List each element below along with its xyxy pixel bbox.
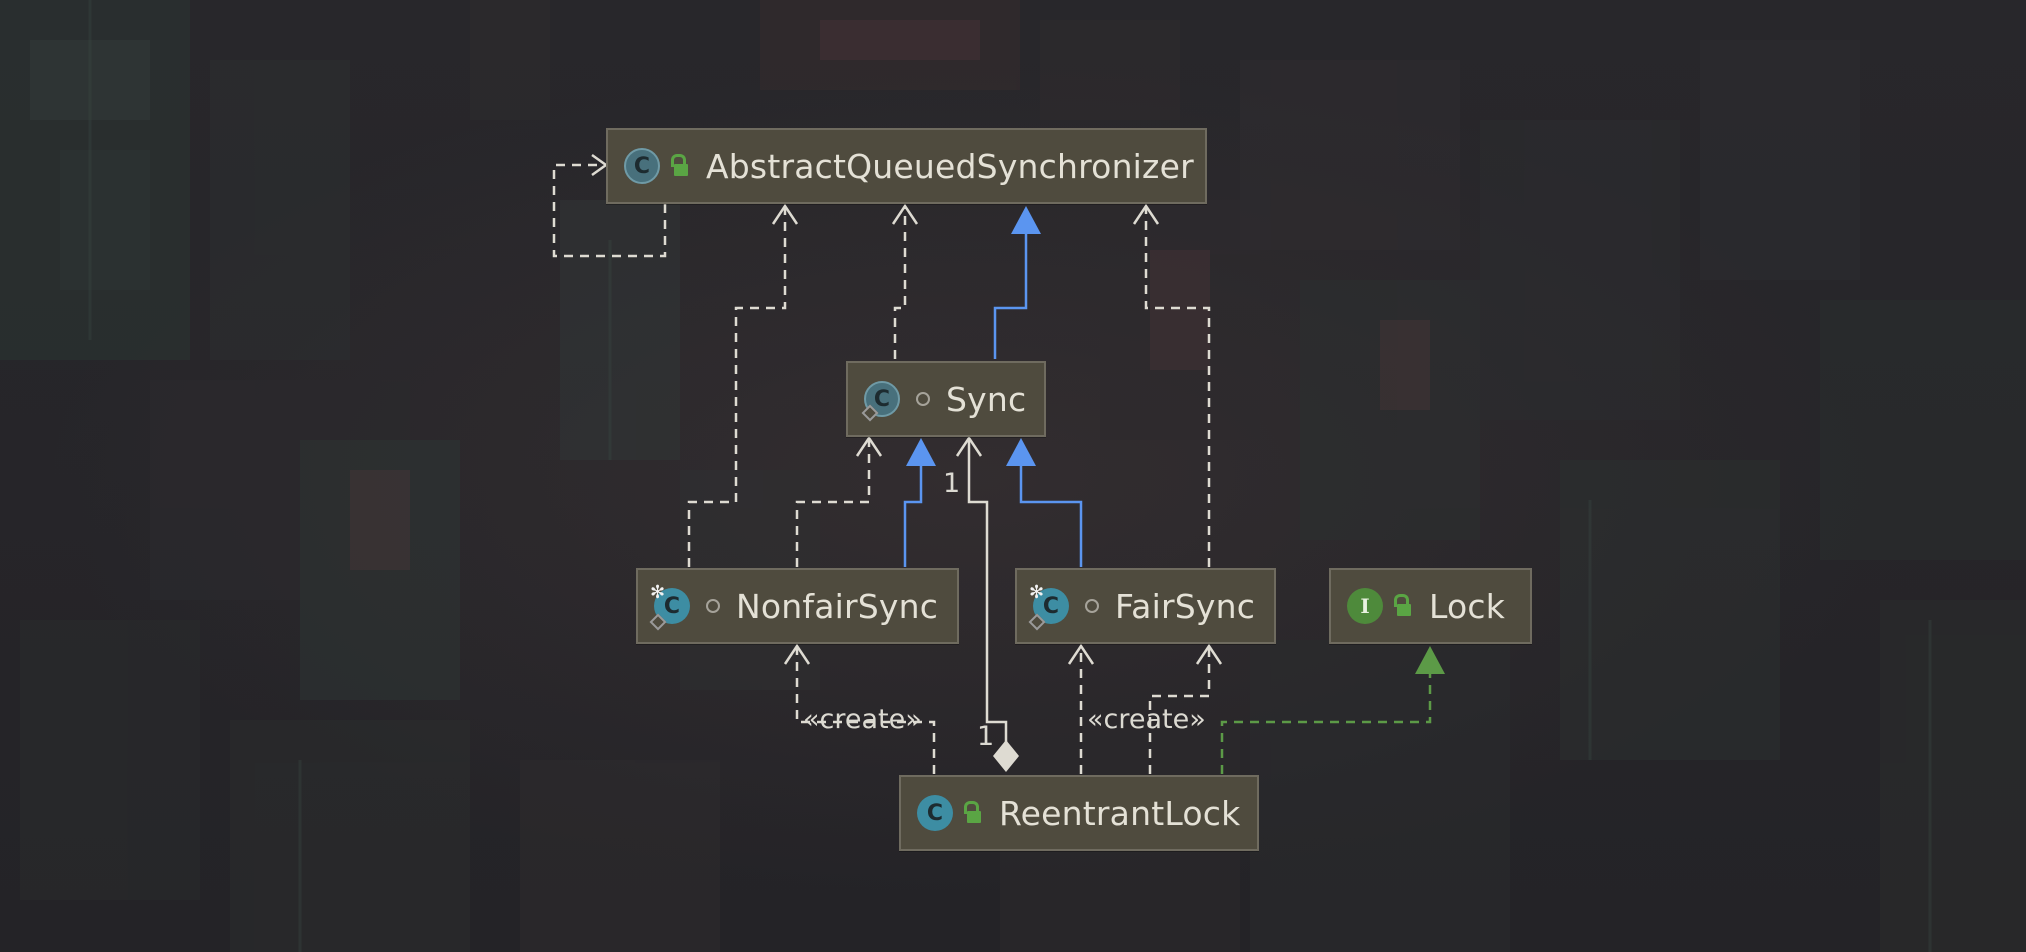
interface-node-lock[interactable]: I Lock	[1329, 568, 1532, 644]
create-label-nonfair: «create»	[803, 704, 922, 735]
edge-sync-aqs-dependency	[891, 203, 919, 359]
class-node-sync[interactable]: C Sync	[846, 361, 1046, 437]
class-node-fair-sync[interactable]: C ✻ FairSync	[1015, 568, 1276, 644]
static-class-icon: C ✻	[1028, 582, 1069, 631]
static-marker-icon: ✻	[1029, 582, 1045, 603]
class-node-abstract-queued-synchronizer[interactable]: C AbstractQueuedSynchronizer	[606, 128, 1207, 204]
interface-icon: I	[1347, 588, 1383, 624]
class-icon: C	[917, 795, 953, 831]
class-glyph: C	[1042, 593, 1060, 619]
class-name: NonfairSync	[736, 586, 939, 626]
package-private-icon	[916, 392, 930, 406]
edge-reentrant-sync-aggregation	[955, 435, 1019, 772]
edge-fair-sync-inheritance	[1006, 438, 1083, 567]
class-glyph: C	[663, 593, 681, 619]
package-private-icon	[706, 599, 720, 613]
edge-sync-aqs-inheritance	[993, 206, 1041, 359]
interface-name: Lock	[1429, 586, 1506, 626]
public-lock-open-icon	[1393, 594, 1411, 618]
class-glyph: C	[873, 386, 891, 412]
edge-reentrant-fair-create	[1148, 643, 1223, 774]
class-name: Sync	[946, 379, 1027, 419]
abstract-class-icon: C	[624, 148, 660, 184]
public-lock-open-icon	[963, 801, 981, 825]
multiplicity-reentrant-end: 1	[977, 721, 995, 752]
public-lock-open-icon	[670, 154, 688, 178]
edge-reentrant-lock-realization	[1220, 646, 1445, 774]
edge-nonfair-sync-dependency	[795, 435, 883, 567]
class-name: ReentrantLock	[999, 793, 1241, 833]
class-name: AbstractQueuedSynchronizer	[706, 146, 1194, 186]
edge-reentrant-nonfair-create	[783, 643, 936, 774]
class-node-nonfair-sync[interactable]: C ✻ NonfairSync	[636, 568, 959, 644]
package-private-icon	[1085, 599, 1099, 613]
create-label-fair: «create»	[1087, 704, 1206, 735]
static-marker-icon: ✻	[650, 582, 666, 603]
edge-reentrant-fair-dependency	[1067, 643, 1095, 774]
abstract-class-icon: C	[861, 381, 900, 422]
edge-nonfair-sync-inheritance	[903, 438, 936, 567]
edge-fair-aqs-dependency	[1132, 203, 1211, 567]
edge-nonfair-aqs-dependency	[687, 203, 799, 567]
multiplicity-sync-end: 1	[943, 468, 961, 499]
static-class-icon: C ✻	[649, 582, 690, 631]
class-name: FairSync	[1115, 586, 1256, 626]
class-node-reentrant-lock[interactable]: C ReentrantLock	[899, 775, 1259, 851]
